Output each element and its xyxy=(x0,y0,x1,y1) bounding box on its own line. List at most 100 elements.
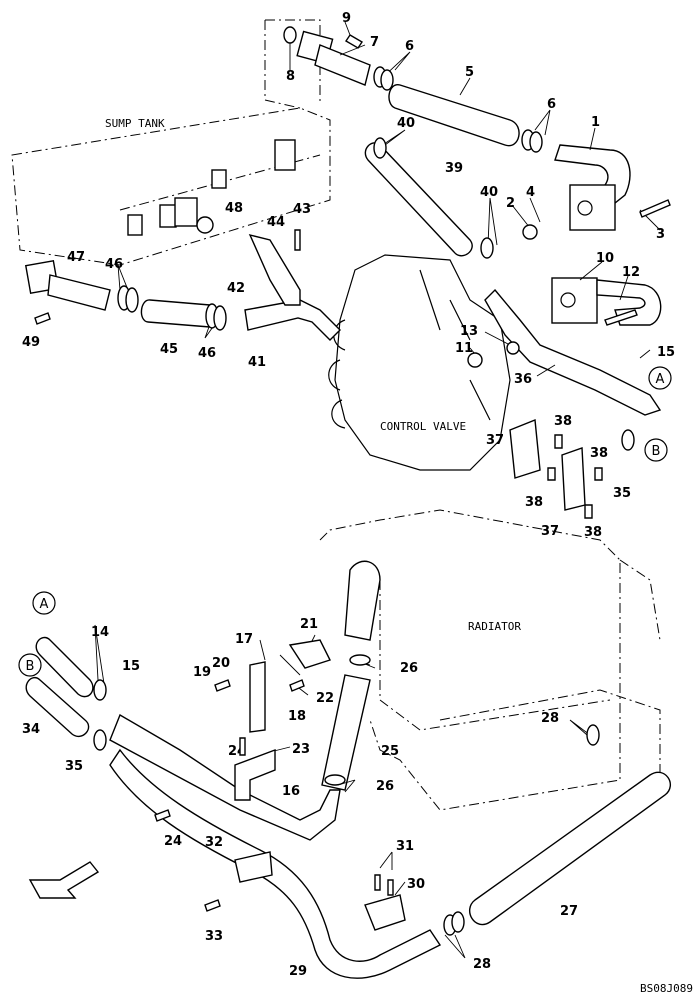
pipe-10-assembly xyxy=(551,277,662,326)
bracket-21 xyxy=(288,639,331,669)
tank-port-1 xyxy=(159,204,177,228)
callout-39: 39 xyxy=(445,161,463,176)
callout-1: 1 xyxy=(591,115,600,130)
bracket-42 xyxy=(248,233,301,306)
callout-41: 41 xyxy=(248,355,266,370)
svg-text:A: A xyxy=(656,372,665,387)
bracket-30 xyxy=(364,894,406,931)
pipe-29 xyxy=(109,748,442,979)
hose-39 xyxy=(364,142,473,257)
callout-15-a: 15 xyxy=(657,345,675,360)
callout-9: 9 xyxy=(342,11,351,26)
callout-35-a: 35 xyxy=(613,486,631,501)
tank-port-2 xyxy=(127,214,143,236)
tank-flange xyxy=(274,139,296,171)
radiator xyxy=(319,509,661,811)
callout-13: 13 xyxy=(460,324,478,339)
part-callouts: 1 2 3 4 5 6 6 7 8 9 10 11 12 13 14 15 15… xyxy=(22,11,675,979)
callout-40-a: 40 xyxy=(397,116,415,131)
pipe-36 xyxy=(484,288,662,416)
callout-34: 34 xyxy=(22,722,40,737)
callout-28-a: 28 xyxy=(541,711,559,726)
callout-16: 16 xyxy=(282,784,300,799)
callout-12: 12 xyxy=(622,265,640,280)
hose-5 xyxy=(388,84,520,147)
sump-tank-outline xyxy=(11,19,331,266)
pipe-47 xyxy=(24,259,111,311)
svg-text:A: A xyxy=(40,597,49,612)
callout-30: 30 xyxy=(407,877,425,892)
callout-19: 19 xyxy=(193,665,211,680)
callout-42: 42 xyxy=(227,281,245,296)
drawing-code: BS08J089 xyxy=(640,982,693,995)
callout-21: 21 xyxy=(300,617,318,632)
ref-a-top: A xyxy=(648,366,672,390)
ref-b-left: B xyxy=(18,653,42,677)
radiator-label: RADIATOR xyxy=(468,620,521,633)
callout-38-a: 38 xyxy=(554,414,572,429)
tank-flange-2 xyxy=(174,197,198,227)
hose-25 xyxy=(321,560,381,791)
callout-10: 10 xyxy=(596,251,614,266)
pipe-7 xyxy=(296,30,371,86)
hose-34 xyxy=(25,677,90,738)
pipe-1 xyxy=(554,144,631,231)
bracket-37-b xyxy=(561,447,586,511)
callout-20: 20 xyxy=(212,656,230,671)
callout-36: 36 xyxy=(514,372,532,387)
callout-14: 14 xyxy=(91,625,109,640)
callout-46-a: 46 xyxy=(105,257,123,272)
callout-18: 18 xyxy=(288,709,306,724)
ref-b-top: B xyxy=(644,438,668,462)
callout-46-b: 46 xyxy=(198,346,216,361)
callout-15-b: 15 xyxy=(122,659,140,674)
callout-33: 33 xyxy=(205,929,223,944)
sump-tank-label: SUMP TANK xyxy=(105,117,165,130)
svg-text:B: B xyxy=(26,659,35,674)
callout-24-b: 24 xyxy=(164,834,182,849)
control-valve xyxy=(328,254,511,471)
callout-44: 44 xyxy=(267,215,285,230)
callout-26-a: 26 xyxy=(400,661,418,676)
callout-43: 43 xyxy=(293,202,311,217)
bracket-37-a xyxy=(509,419,541,479)
brackets xyxy=(234,233,586,931)
front-direction-arrow xyxy=(28,861,100,899)
callout-47: 47 xyxy=(67,250,85,265)
callout-49: 49 xyxy=(22,335,40,350)
callout-32: 32 xyxy=(205,835,223,850)
svg-text:B: B xyxy=(652,444,661,459)
callout-4: 4 xyxy=(526,185,535,200)
callout-6-a: 6 xyxy=(405,39,414,54)
callout-40-b: 40 xyxy=(480,185,498,200)
callout-26-b: 26 xyxy=(376,779,394,794)
callout-48: 48 xyxy=(225,201,243,216)
callout-29: 29 xyxy=(289,964,307,979)
callout-27: 27 xyxy=(560,904,578,919)
callout-22: 22 xyxy=(316,691,334,706)
tank-port-3 xyxy=(211,169,227,189)
callout-7: 7 xyxy=(370,35,379,50)
ref-a-left: A xyxy=(32,591,56,615)
pipe-41 xyxy=(244,299,341,341)
callout-45: 45 xyxy=(160,342,178,357)
hose-clamps xyxy=(93,26,635,936)
hose-14 xyxy=(35,636,94,698)
callout-38-b: 38 xyxy=(590,446,608,461)
callout-17: 17 xyxy=(235,632,253,647)
callout-38-d: 38 xyxy=(584,525,602,540)
callout-23: 23 xyxy=(292,742,310,757)
callout-25: 25 xyxy=(381,744,399,759)
bracket-17 xyxy=(249,661,266,733)
bolts xyxy=(34,34,671,912)
callout-11: 11 xyxy=(455,341,473,356)
callout-31: 31 xyxy=(396,839,414,854)
callout-2: 2 xyxy=(506,196,515,211)
callout-28-b: 28 xyxy=(473,957,491,972)
bracket-32 xyxy=(234,851,273,883)
callout-37-a: 37 xyxy=(486,433,504,448)
callout-3: 3 xyxy=(656,227,665,242)
callout-8: 8 xyxy=(286,69,295,84)
